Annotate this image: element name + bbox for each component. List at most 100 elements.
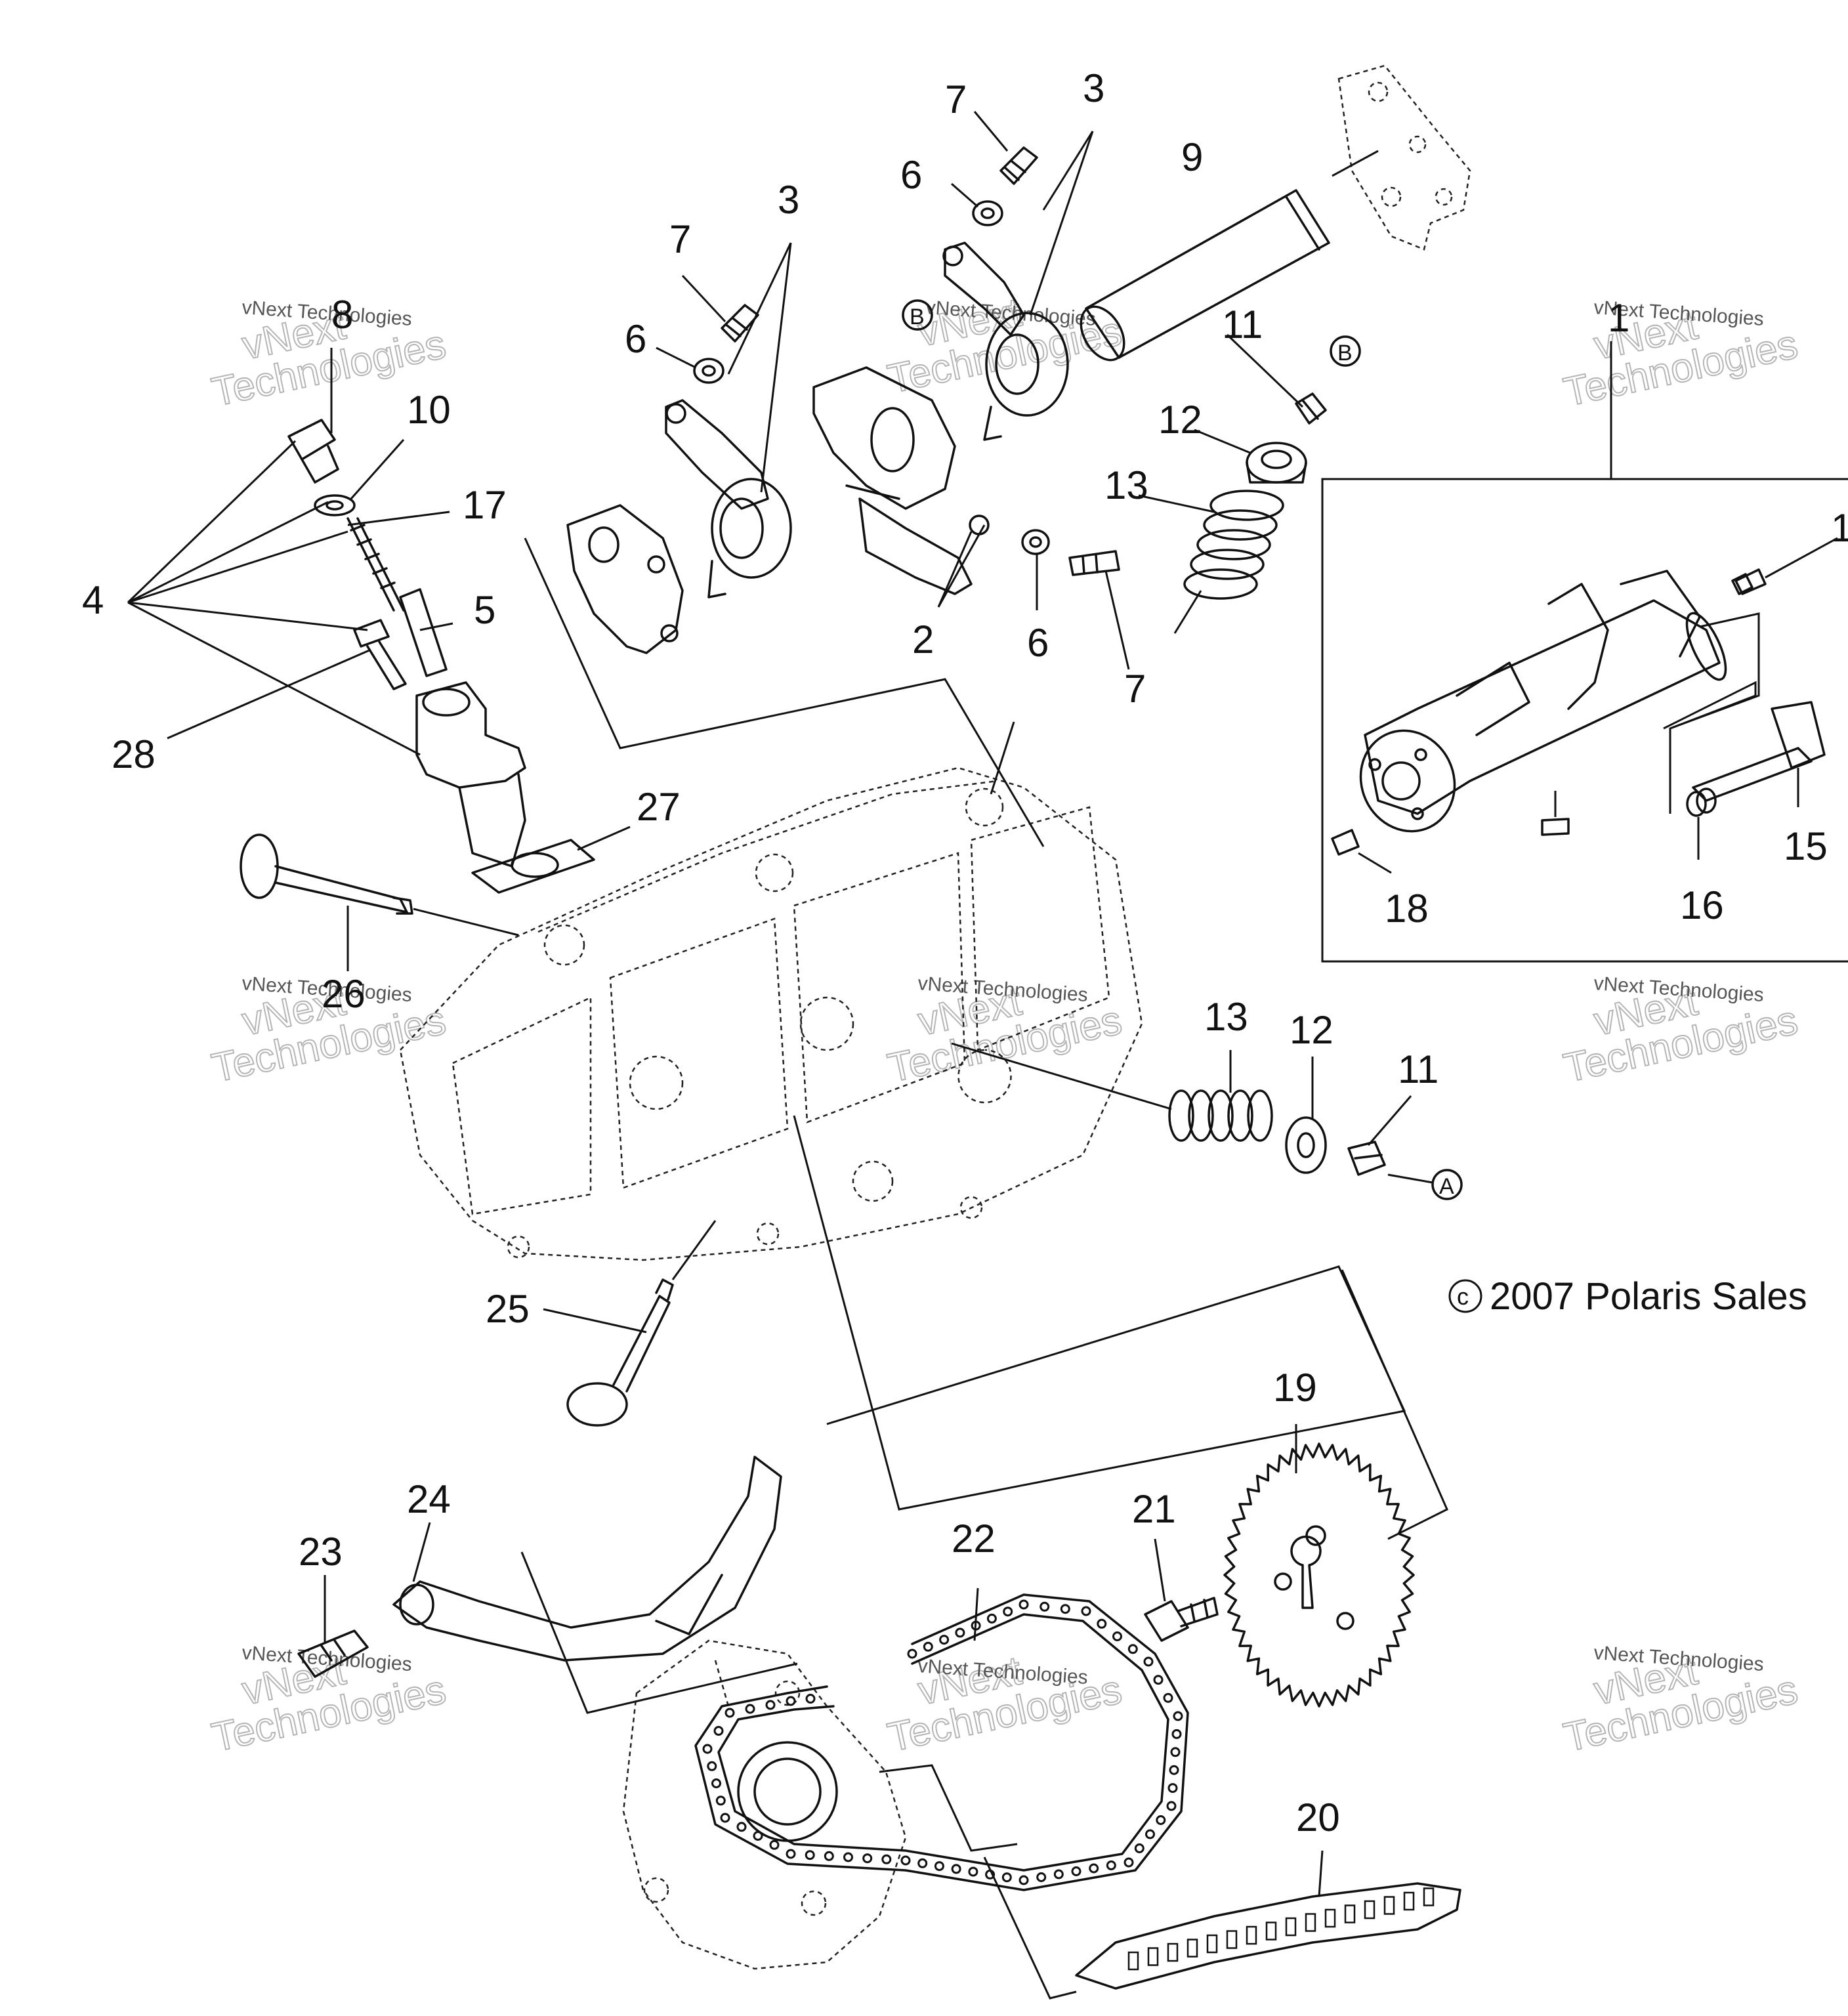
rocker-arm-upper [942,242,1069,441]
chain-link [1169,1765,1179,1775]
callout-17: 17 [463,483,507,527]
chain-link [1001,1872,1012,1883]
chain-link [805,1694,816,1704]
guide-slot [1127,1951,1139,1971]
chain-link [917,1858,928,1868]
chain-link [1153,1675,1164,1685]
adjuster-nut-upper [972,200,1003,226]
guide-slot [1383,1896,1395,1915]
callout-12-upper: 12 [1158,398,1202,442]
guide-slot [1285,1917,1297,1937]
guide-slot [1147,1947,1159,1966]
tensioner-body [415,681,526,868]
callout-20: 20 [1296,1796,1340,1839]
leader-lines [167,111,1433,1897]
rocker-shaft-support [1337,64,1471,251]
chain-link [765,1700,776,1710]
guide-slot [1206,1934,1218,1954]
chain-link [736,1822,747,1832]
chain-link [702,1744,713,1754]
adjuster-screw-left [721,304,759,343]
callout-6-upper: 6 [900,153,922,197]
frame-chain-guide [520,1551,798,1714]
chain-link [1018,1599,1029,1610]
chain-link [939,1635,950,1645]
frame-cam-sprocket-right [1341,1269,1448,1540]
chain-link [862,1853,873,1864]
chain-link [1040,1601,1050,1612]
valve-keeper-upper [1295,392,1327,425]
callout-25: 25 [486,1287,530,1331]
crank-sprocket [737,1741,838,1842]
frame-sprocket-shaft [879,1764,1018,1852]
callout-23: 23 [299,1530,343,1574]
guide-slot [1167,1942,1179,1962]
chain-link [1143,1656,1154,1667]
chain-link [1156,1815,1166,1825]
chain-link [1163,1692,1173,1703]
chain-link [1053,1869,1064,1880]
callout-1: 1 [1608,296,1629,340]
camshaft-bushing [1734,537,1838,595]
guide-slot [1364,1900,1376,1920]
copyright-notice: c 2007 Polaris Sales [1448,1275,1807,1318]
chain-link [720,1813,730,1823]
chain-link [951,1864,961,1874]
chain-link [955,1628,965,1638]
frame-rocker-support [524,537,1045,847]
callout-3-upper: 3 [1083,66,1104,110]
chain-link [805,1850,815,1860]
adjuster-screw-upper [999,146,1038,185]
adjuster-nut-left [693,358,724,384]
svg-text:B: B [1337,341,1353,366]
callout-11-lower: 11 [1398,1047,1438,1091]
chain-link [1167,1783,1178,1794]
camshaft-pin [1331,829,1392,874]
callout-7-upper: 7 [945,77,967,121]
camshaft-detail-box [1321,478,1848,963]
chain-link [711,1778,721,1788]
rocker-shaft [1080,150,1379,362]
callout-19: 19 [1273,1366,1317,1410]
chain-link [824,1851,834,1861]
guide-slot [1403,1891,1415,1911]
svg-text:A: A [1439,1174,1454,1199]
callout-6-left: 6 [625,317,646,361]
chain-link [1112,1631,1122,1641]
leaders-part-4 [127,440,421,756]
chain-link [1036,1872,1047,1882]
copyright-symbol: c [1457,1283,1469,1310]
cam-chain [694,1593,1189,1891]
valve-retainer-upper [1246,442,1307,484]
camshaft [1359,570,1754,833]
chain-link [900,1855,911,1866]
guide-slot [1265,1922,1277,1941]
chain-link [1173,1711,1183,1721]
callout-22: 22 [952,1517,996,1561]
chain-link [753,1831,763,1841]
callout-7-left: 7 [669,217,691,261]
tensioner-spring [346,517,405,612]
chain-link [934,1861,944,1872]
frame-cam-sprocket [793,1115,1406,1511]
chain-link [1071,1866,1082,1876]
callout-13-upper: 13 [1104,463,1148,507]
decompression-spring [1686,788,1717,860]
callout-4: 4 [82,578,104,622]
rocker-support-bracket [566,504,684,654]
callout-2: 2 [912,618,934,662]
callout-7-lower: 7 [1124,667,1146,711]
callout-10: 10 [407,388,451,432]
callout-5: 5 [474,588,495,632]
callout-18: 18 [1385,887,1429,931]
chain-link [1134,1843,1144,1853]
chain-link [1127,1644,1138,1654]
chain-link [923,1641,933,1652]
chain-link [1124,1857,1134,1868]
cam-chain-guide [392,1456,782,1662]
valve-spring-upper [1173,490,1284,634]
chain-link [745,1704,755,1714]
intake-valve [566,1220,717,1427]
rocker-arm-left [665,399,792,598]
adjuster-screw-right [1068,550,1120,576]
